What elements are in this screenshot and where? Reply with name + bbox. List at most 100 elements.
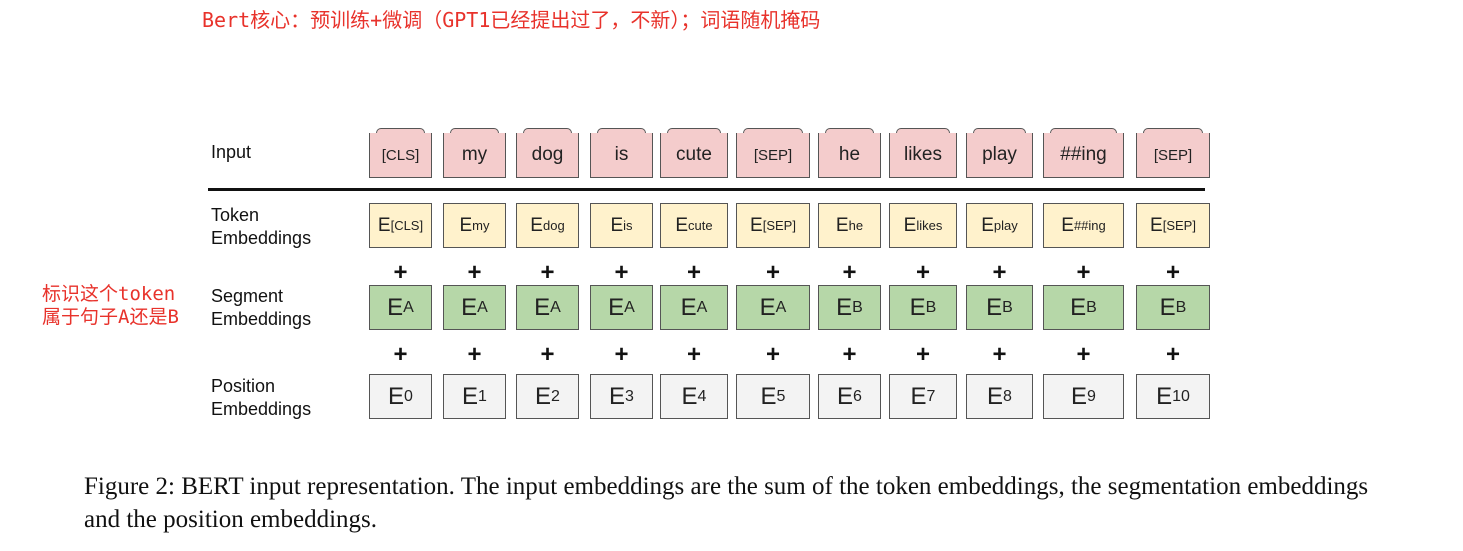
token-embedding: E[CLS]	[369, 203, 432, 248]
embedding-letter: E	[981, 214, 994, 236]
divider-line	[208, 188, 1205, 191]
input-token: [SEP]	[736, 133, 810, 178]
embedding-letter: E	[534, 293, 551, 321]
embedding-letter: E	[1071, 382, 1088, 410]
embedding-subscript: 10	[1172, 387, 1190, 405]
plus-sign: +	[915, 259, 930, 286]
input-token: [CLS]	[369, 133, 432, 178]
plus-sign: +	[765, 341, 780, 368]
plus-sign: +	[540, 341, 555, 368]
embedding-subscript: B	[925, 298, 937, 316]
embedding-subscript: 0	[404, 387, 413, 405]
embedding-subscript: A	[477, 298, 488, 316]
embedding-subscript: 7	[926, 387, 936, 405]
embedding-letter: E	[760, 382, 777, 410]
embedding-subscript: dog	[542, 218, 565, 233]
input-token: [SEP]	[1136, 133, 1210, 178]
plus-sign: +	[1076, 259, 1091, 286]
embedding-subscript: A	[775, 298, 787, 316]
input-token: likes	[889, 133, 957, 178]
annotation-left-line1: 标识这个token	[42, 283, 176, 305]
embedding-letter: E	[836, 293, 853, 321]
plus-sign: +	[393, 259, 408, 286]
embedding-letter: E	[675, 214, 689, 236]
embedding-letter: E	[462, 382, 479, 410]
plus-sign: +	[992, 341, 1007, 368]
token-embedding: E[SEP]	[736, 203, 810, 248]
plus-sign: +	[686, 341, 701, 368]
embedding-subscript: B	[1002, 298, 1013, 316]
embedding-letter: E	[530, 214, 543, 236]
row-label-position-line1: Position	[211, 376, 276, 396]
row-label-segment-line2: Embeddings	[211, 309, 312, 329]
token-embedding: E##ing	[1043, 203, 1124, 248]
plus-sign: +	[992, 259, 1007, 286]
plus-sign: +	[915, 341, 930, 368]
plus-sign: +	[467, 341, 482, 368]
embedding-subscript: 5	[776, 387, 786, 405]
input-token-tab	[1050, 128, 1117, 136]
embedding-subscript: 2	[551, 387, 560, 405]
plus-sign: +	[393, 341, 408, 368]
input-token-tab	[743, 128, 803, 136]
embedding-subscript: play	[993, 218, 1018, 233]
embedding-subscript: likes	[916, 218, 943, 233]
embedding-subscript: 4	[697, 387, 707, 405]
embedding-letter: E	[461, 293, 478, 321]
plus-sign: +	[1165, 259, 1180, 286]
annotation-top: Bert核心：预训练+微调（GPT1已经提出过了，不新）；词语随机掩码	[202, 8, 821, 32]
embedding-letter: E	[681, 382, 698, 410]
embedding-subscript: [CLS]	[390, 218, 424, 233]
embedding-letter: E	[910, 382, 927, 410]
embedding-letter: E	[535, 382, 552, 410]
embedding-letter: E	[903, 214, 917, 236]
embedding-letter: E	[1159, 293, 1176, 321]
input-token: my	[443, 133, 506, 178]
input-token-tab	[973, 128, 1026, 136]
input-token-tab	[376, 128, 425, 136]
embedding-letter: E	[986, 293, 1003, 321]
embedding-letter: E	[987, 382, 1004, 410]
embedding-subscript: A	[550, 298, 561, 316]
embedding-subscript: A	[624, 298, 635, 316]
row-label-position-line2: Embeddings	[211, 399, 312, 419]
embedding-letter: E	[387, 293, 404, 321]
input-token: ##ing	[1043, 133, 1124, 178]
embedding-subscript: [SEP]	[762, 218, 796, 233]
embedding-letter: E	[759, 293, 776, 321]
embedding-subscript: [SEP]	[1162, 218, 1196, 233]
row-label-token: Token Embeddings	[211, 204, 311, 250]
embedding-letter: E	[608, 293, 625, 321]
row-label-token-line1: Token	[211, 205, 260, 225]
input-token-tab	[450, 128, 499, 136]
plus-sign: +	[1076, 341, 1091, 368]
annotation-left-line2: 属于句子A还是B	[42, 306, 179, 328]
plus-sign: +	[1165, 341, 1180, 368]
embedding-letter: E	[837, 382, 854, 410]
input-token-tab	[523, 128, 572, 136]
embedding-subscript: is	[623, 218, 633, 233]
embedding-subscript: 1	[478, 387, 487, 405]
embedding-letter: E	[909, 293, 926, 321]
embedding-letter: E	[1150, 214, 1163, 236]
input-token: dog	[516, 133, 579, 178]
